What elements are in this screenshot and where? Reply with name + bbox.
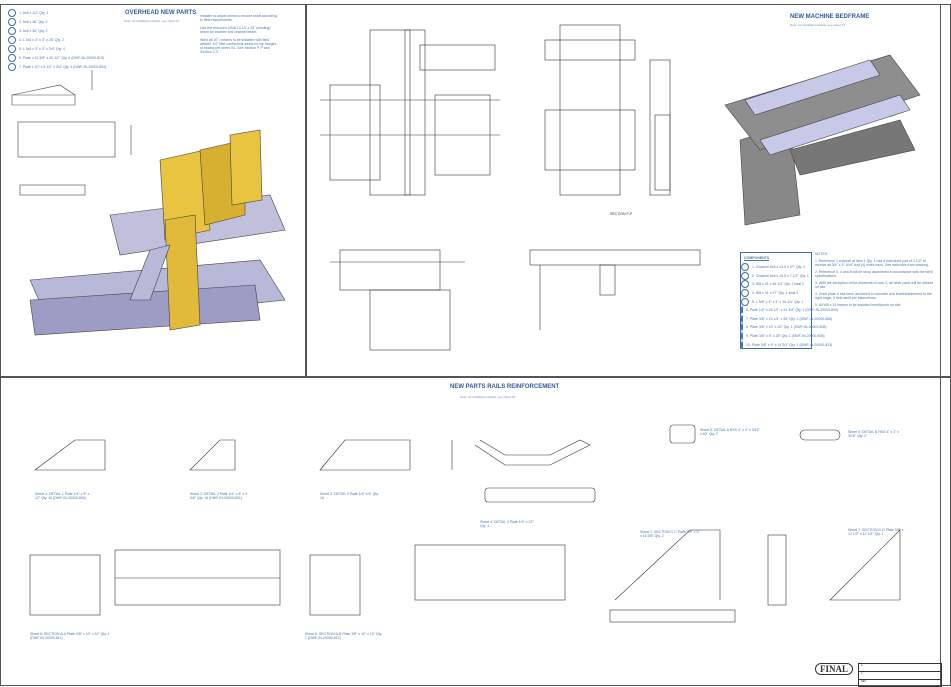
part-5: 5. L 3x4 x 3" x 3" x 3/4" Qty. 4	[8, 44, 106, 53]
title-block: A 1 REV	[858, 663, 942, 687]
note-item: 5. All W8 x 31 beams to be installed lev…	[815, 303, 902, 307]
revision-row: 1	[859, 672, 941, 680]
part-2: 2. 6x6 x 36" Qty. 2	[8, 17, 106, 26]
component-item: 9. Plate 3/8" x 9" x 28" Qty. 1 (DWF-IN-…	[741, 332, 825, 341]
balloon-icon	[741, 332, 743, 341]
rails-label-6: Sheet 5: DETAIL B HSS 4" x 2" x 3/16" Qt…	[848, 430, 900, 438]
component-item: 10. Plate 3/8" x 9" x 14 3/4" Qty. 1 (DW…	[741, 340, 832, 349]
revision-header: REV	[861, 680, 867, 683]
balloon-icon	[741, 280, 749, 289]
rails-label-2: Sheet 2: DETAIL 2 Plate 1/4" x 8" x 9 5/…	[190, 492, 248, 500]
components-box: COMPONENTS 1. Channel 6x6 x 13.5 x 37" Q…	[740, 252, 838, 349]
balloon-icon	[741, 263, 749, 272]
component-item: 3. W8 x 31 x 48 1/4" Qty. 2 total 2	[741, 280, 811, 289]
note-item: 1. Reference 1 channel at item 1 Qty. 1 …	[815, 259, 929, 267]
overhead-notes: Installer to adjust shims to ensure shaf…	[200, 14, 277, 54]
balloon-icon	[741, 289, 749, 298]
overhead-details	[11, 70, 132, 196]
components-title: COMPONENTS	[744, 256, 770, 260]
overhead-assembly	[29, 129, 286, 336]
rails-label-5: Sheet 5: DETAIL A HSS 4" x 4" x 3/16" x …	[700, 428, 760, 436]
note-item: 4. Once plate 6 has been anchored to con…	[815, 292, 932, 300]
plan-view	[320, 24, 701, 351]
part-3: 3. 6x6 x 36" Qty. 2	[8, 26, 106, 35]
component-item: 8. Plate 3/8" x 10" x 20" Qty. 1 (DWF-IN…	[741, 323, 827, 332]
component-item: 1. Channel 6x6 x 13.5 x 37" Qty. 2	[741, 263, 811, 272]
rails-subtitle: Note: for installation details, see shee…	[460, 395, 516, 399]
component-item: 6. Plate 1/2" x 26 1/2" x 24 3/4" Qty. 1…	[741, 306, 838, 315]
revision-row: A	[859, 664, 941, 672]
bedframe-notes: NOTES: 1. Reference 1 channel at item 1 …	[815, 252, 935, 307]
balloon-icon	[741, 297, 749, 306]
rails-label-8: Sheet 6: SECTION B-B Plate 3/8" x 10" x …	[305, 632, 383, 640]
final-stamp: FINAL	[815, 663, 854, 675]
rails-label-3: Sheet 3: DETAIL 3 Plate 1/4" x 8" Qty. 1…	[320, 492, 379, 500]
component-item: 2. Channel 6x6 x 13.5 x 7 1/2" Qty. 1	[741, 271, 811, 281]
rails-title: NEW PARTS RAILS REINFORCEMENT	[450, 384, 560, 390]
component-item: 7. Plate 3/8" x 15 1/4" x 28" Qty. 1 (DW…	[741, 314, 832, 324]
overhead-subtitle: Note: for installation details, see shee…	[124, 19, 180, 23]
part-1: 1. 6x6 x 1/2" Qty. 1	[8, 8, 106, 17]
notes-title: NOTES:	[815, 252, 829, 256]
rails-label-7: Sheet 6: SECTION A-A Plate 3/8" x 10" x …	[30, 632, 110, 640]
part-4: 4. L 3x4 x 3" x 3" x 26" Qty. 2	[8, 35, 106, 44]
bedframe-title: NEW MACHINE BEDFRAME	[790, 14, 870, 20]
component-item: 4. W8 x 31 x 37" Qty. 1 total 2	[741, 289, 811, 298]
note-item: 3. With the exception of the elements of…	[815, 281, 934, 289]
note-item: 2. Reference 3, 4 and 8 will be shop ass…	[815, 270, 933, 278]
rails-label-10: Sheet 7: SECTION D-D Plate 3/8" x 12 1/2…	[848, 528, 904, 536]
bedframe-subtitle: Note: for installation details, see shee…	[790, 23, 846, 27]
rails-label-1: Sheet 1: DETAIL 1 Plate 1/4" x 8" x 12" …	[35, 492, 90, 500]
rails-label-9: Sheet 7: SECTION C-C Plate 3/8" x 5" x 1…	[640, 530, 700, 538]
balloon-icon	[741, 306, 743, 315]
balloon-icon	[741, 340, 743, 349]
bedframe-assembly	[724, 54, 921, 226]
component-item: 5. L 3/8" x 4" x 4" x 26 3/4" Qty. 1	[741, 297, 811, 306]
part-7: 7. Plate x 10" x 5 1/2" x 3/4" Qty. 4 (D…	[8, 62, 106, 71]
balloon-icon	[741, 314, 743, 323]
part-6: 6. Plate x 10 3/8" x 20 1/2" Qty. 4 (DWF…	[8, 53, 106, 62]
balloon-icon	[741, 323, 743, 332]
balloon-icon	[741, 271, 749, 280]
overhead-parts-list: 1. 6x6 x 1/2" Qty. 1 2. 6x6 x 36" Qty. 2…	[8, 8, 106, 71]
rails-details	[29, 424, 901, 623]
section-label: SECTION P-P	[610, 212, 633, 216]
rails-label-4: Sheet 4: DETAIL 4 Plate 1/4" x 22" Qty. …	[480, 520, 534, 528]
overhead-title: OVERHEAD NEW PARTS	[125, 10, 197, 16]
